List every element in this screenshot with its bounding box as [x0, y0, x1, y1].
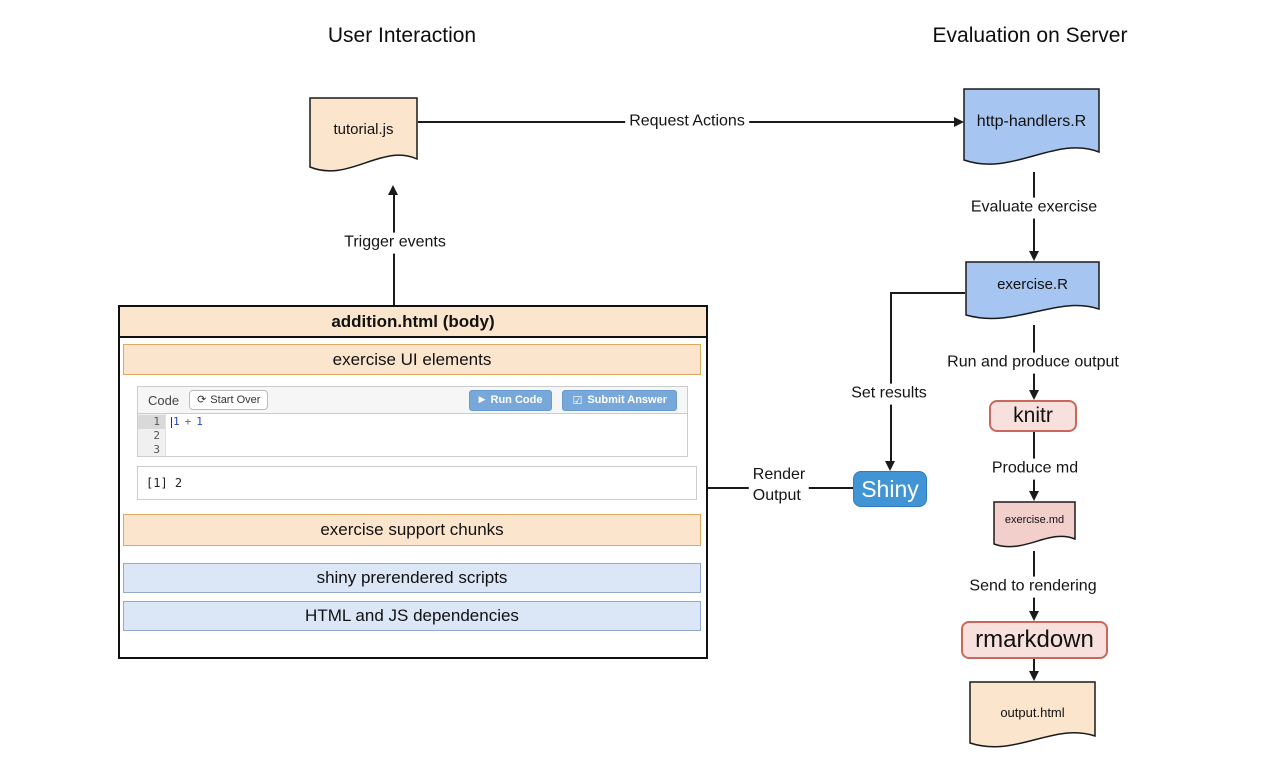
node-rmarkdown: rmarkdown [961, 621, 1108, 659]
run-code-button[interactable]: ▶ Run Code [468, 389, 553, 411]
arrowhead-right-icon [954, 117, 964, 127]
editor-gutter: 1 2 3 [138, 414, 166, 456]
document-label: exercise.md [1004, 514, 1065, 526]
document-label: exercise.R [997, 276, 1068, 293]
submit-answer-button-label: Submit Answer [587, 393, 667, 406]
document-shape [969, 681, 1096, 748]
edge-label-set-results: Set results [847, 383, 931, 405]
browser-page-box: addition.html (body) exercise UI element… [118, 305, 708, 659]
text-cursor [171, 417, 172, 428]
code-label: Code [148, 392, 180, 408]
edge-label-send-to-rendering: Send to rendering [965, 576, 1101, 598]
checkbox-icon: ☑ [572, 393, 583, 407]
edge-label-request-actions: Request Actions [625, 111, 749, 133]
document-shape [309, 97, 418, 172]
submit-answer-button[interactable]: ☑ Submit Answer [562, 389, 677, 411]
code-token-number: 1 [173, 415, 180, 428]
arrowhead-down-icon [1029, 390, 1039, 400]
document-exercise-r: exercise.R [965, 261, 1100, 327]
arrowhead-down-icon [1029, 251, 1039, 261]
edge-label-run-and-produce-output: Run and produce output [943, 352, 1123, 374]
column-header-evaluation-on-server: Evaluation on Server [932, 24, 1128, 47]
play-icon: ▶ [478, 394, 486, 405]
page-title: addition.html (body) [120, 307, 706, 338]
arrowhead-down-icon [1029, 491, 1039, 501]
edge-label-render-output: Render Output [748, 465, 810, 507]
edge-label-produce-md: Produce md [987, 458, 1083, 480]
exercise-output-box: [1] 2 [137, 466, 697, 500]
band-exercise-ui-elements: exercise UI elements [123, 344, 701, 375]
start-over-button[interactable]: ⟳ Start Over [189, 390, 269, 410]
document-label: output.html [1000, 705, 1065, 720]
code-content: 1 +1 [166, 414, 687, 456]
refresh-icon: ⟳ [197, 393, 207, 406]
document-tutorial-js: tutorial.js [309, 97, 418, 180]
node-shiny: Shiny [853, 471, 927, 507]
exercise-output-text: [1] 2 [146, 476, 183, 490]
arrowhead-down-icon [1029, 671, 1039, 681]
document-shape [965, 261, 1100, 320]
run-code-button-label: Run Code [490, 393, 543, 406]
edge-label-evaluate-exercise: Evaluate exercise [966, 197, 1102, 219]
edge-label-render-output-line2: Output [752, 487, 801, 504]
column-header-user-interaction: User Interaction [327, 24, 477, 47]
arrowhead-down-icon [1029, 611, 1039, 621]
document-label: http-handlers.R [976, 113, 1087, 130]
document-http-handlers-r: http-handlers.R [963, 88, 1100, 174]
start-over-button-label: Start Over [210, 394, 261, 406]
band-shiny-prerendered-scripts: shiny prerendered scripts [123, 563, 701, 593]
line-number: 2 [153, 429, 160, 442]
line-number: 1 [138, 415, 165, 429]
band-exercise-support-chunks: exercise support chunks [123, 514, 701, 546]
document-exercise-md: exercise.md [993, 501, 1076, 553]
document-shape [963, 88, 1100, 165]
arrowhead-down-icon [885, 461, 895, 471]
band-html-js-dependencies: HTML and JS dependencies [123, 601, 701, 631]
document-output-html: output.html [969, 681, 1096, 755]
edge-rmarkdown-output-line [1033, 659, 1035, 673]
document-shape [993, 501, 1076, 548]
line-number: 3 [153, 443, 160, 456]
code-token-operator: + [184, 415, 192, 428]
code-editor[interactable]: 1 2 3 1 +1 [137, 414, 688, 457]
edge-label-render-output-line1: Render [752, 466, 806, 484]
node-knitr: knitr [989, 400, 1077, 432]
document-label: tutorial.js [333, 121, 394, 138]
edge-label-trigger-events: Trigger events [340, 232, 450, 254]
edge-set-results-vline [890, 292, 892, 462]
code-token-number: 1 [196, 415, 203, 428]
arrowhead-up-icon [388, 185, 398, 195]
edge-set-results-hline [890, 292, 965, 294]
exercise-widget-toolbar: Code ⟳ Start Over ▶ Run Code ☑ Submit An… [137, 386, 688, 414]
